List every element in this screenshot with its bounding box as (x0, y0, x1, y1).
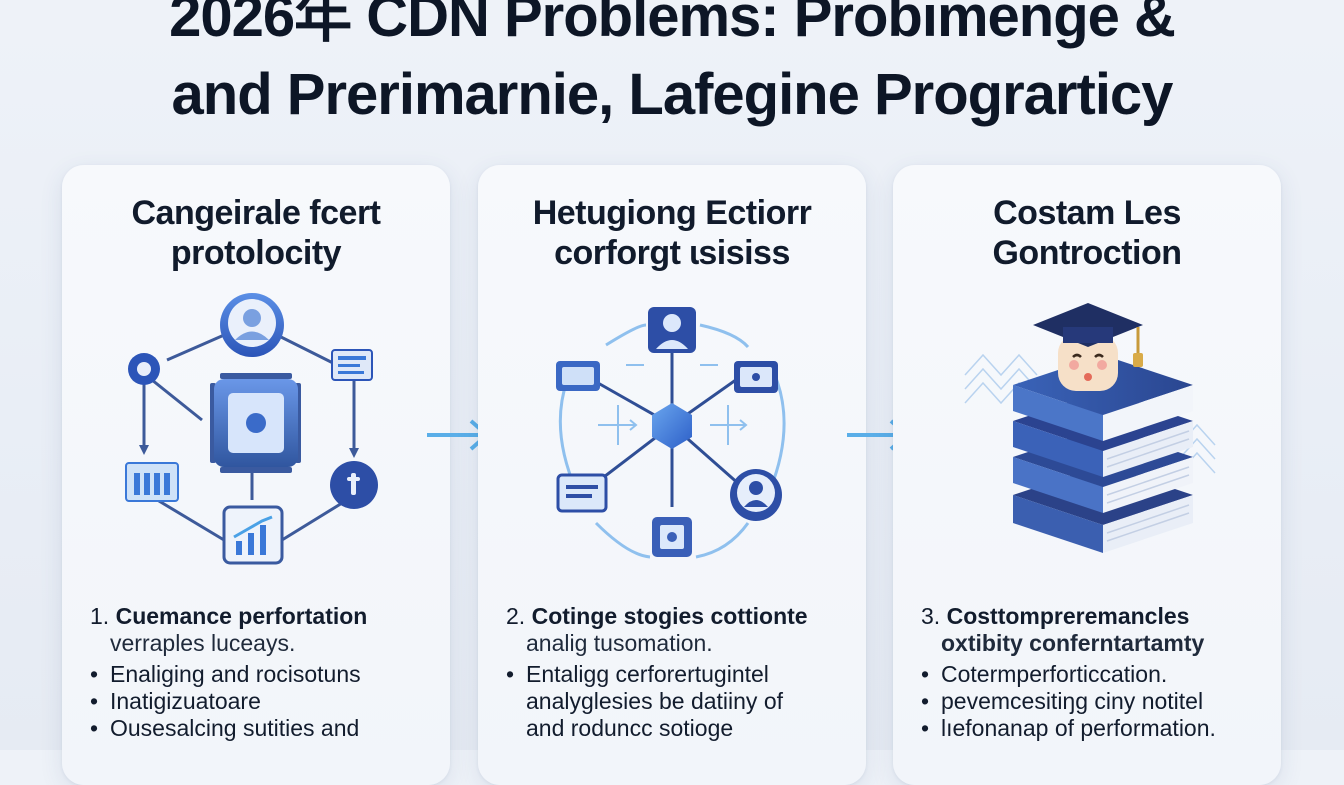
upload-icon (652, 517, 692, 557)
card-1: Cangeirale fcert protolocity (62, 165, 450, 785)
list-item: lıefonanap of performation. (921, 715, 1267, 742)
card-3-text: 3. Costtompreremancles oxtibity confernt… (921, 603, 1267, 742)
graduation-cap-icon (1033, 303, 1143, 391)
bar-chart-icon (125, 462, 179, 502)
card-2-title-line-1: Hetugiong Ectiorr (532, 194, 812, 232)
card-1-title-line-2: protolocity (170, 234, 342, 272)
card-2-title-line-2: corforgt ɩsisiss (554, 234, 790, 272)
card-1-title: Cangeirale fcert protolocity (62, 193, 450, 273)
card-3-bullets: Cotermperforticcation. pevemcesitiŋg cin… (921, 661, 1267, 742)
list-item: Enaliging and rocisotuns (90, 661, 436, 688)
page-title-line-1: 2026年 CDN Problems: Probimenge & (169, 0, 1176, 49)
card-2: Hetugiong Ectiorr corforgt ɩsisiss (478, 165, 866, 785)
growth-chart-icon (222, 505, 284, 565)
person-icon (648, 307, 696, 353)
document-icon (556, 473, 608, 513)
card-2-bullets: Entaligg cerforertugintel analyglesies b… (506, 661, 852, 742)
list-item-text: Entaligg cerforertugintel (526, 661, 769, 687)
card-3-lead: 3. Costtompreremancles (921, 603, 1267, 630)
card-3-lead-text: Costtompreremancles (946, 603, 1190, 629)
card-1-sub: verraples luceays. (110, 630, 296, 656)
network-illustration (125, 293, 378, 565)
card-1-number: 1. (90, 603, 110, 629)
info-icon (330, 461, 378, 509)
list-item: pevemcesitiŋg ciny notitel (921, 688, 1267, 715)
person-icon (730, 469, 782, 521)
list-item-continued: and roduncc sotioge (526, 715, 734, 741)
card-1-text: 1. Cuemance perfortation verraples lucea… (90, 603, 436, 742)
card-2-number: 2. (506, 603, 526, 629)
card-2-lead-text: Cotinge stogies cottionte (531, 603, 808, 629)
chip-icon (210, 373, 301, 473)
card-2-sub: analig tusomation. (526, 630, 713, 656)
avatar-icon (220, 293, 284, 357)
page-title-line-2: and Prerimarnie, Lafegine Prograrticy (171, 62, 1174, 127)
card-3-title: Costam Les Gontroction (893, 193, 1281, 273)
card-3-lead-line-2: oxtibity conferntartamty (941, 630, 1205, 656)
page-title: 2026年 CDN Problems: Probimenge & and Pre… (0, 0, 1344, 134)
list-item: Cotermperforticcation. (921, 661, 1267, 688)
monitor-icon (556, 361, 600, 391)
card-1-title-line-1: Cangeirale fcert (131, 194, 382, 232)
list-item: Ousesalcing sutities and (90, 715, 436, 742)
list-item-continued: analyglesies be datiiny of (526, 688, 783, 714)
card-2-text: 2. Cotinge stogies cottionte analig tuso… (506, 603, 852, 742)
device-icon (734, 361, 778, 393)
hub-icon (652, 403, 692, 449)
card-1-lead-text: Cuemance perfortation (115, 603, 368, 629)
hub-illustration (556, 307, 786, 559)
node-icon (128, 353, 160, 385)
card-3-title-line-2: Gontroction (992, 234, 1182, 272)
card-3: Costam Les Gontroction (893, 165, 1281, 785)
card-3-number: 3. (921, 603, 941, 629)
books-illustration (964, 303, 1216, 553)
card-3-title-line-1: Costam Les (993, 194, 1181, 232)
list-item: Inatigizuatoare (90, 688, 436, 715)
card-1-lead: 1. Cuemance perfortation (90, 603, 436, 630)
list-icon (331, 349, 373, 381)
card-1-bullets: Enaliging and rocisotuns Inatigizuatoare… (90, 661, 436, 742)
list-item: Entaligg cerforertugintel analyglesies b… (506, 661, 852, 742)
card-2-title: Hetugiong Ectiorr corforgt ɩsisiss (478, 193, 866, 273)
card-2-lead: 2. Cotinge stogies cottionte (506, 603, 852, 630)
